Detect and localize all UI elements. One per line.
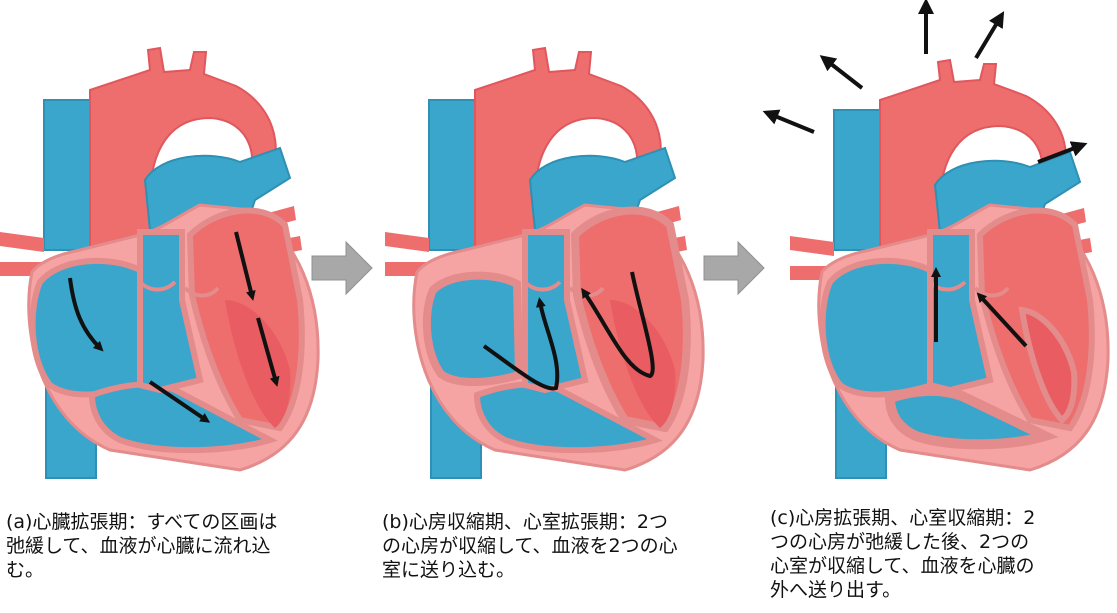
heart-illustration-b [385, 46, 705, 479]
flow-arrows-a [68, 231, 280, 423]
step-arrow-a-to-b [311, 240, 373, 296]
heart-illustration-c [790, 58, 1110, 479]
caption-diastole: (a)心臓拡張期：すべての区画は 弛緩して、血液が心臓に流れ込 む。 [6, 511, 278, 581]
flow-arrows-b [482, 271, 655, 391]
flow-arrows-c [762, 0, 1088, 348]
heart-illustration-a [0, 46, 320, 479]
caption-ventricular-systole: (c)心房拡張期、心室収縮期：2 つの心房が弛緩した後、2つの 心室が収縮して、… [770, 507, 1036, 601]
caption-atrial-systole: (b)心房収縮期、心室拡張期：2つ の心房が収縮して、血液を2つの心 室に送り込… [382, 511, 678, 581]
step-arrow-b-to-c [703, 240, 765, 296]
